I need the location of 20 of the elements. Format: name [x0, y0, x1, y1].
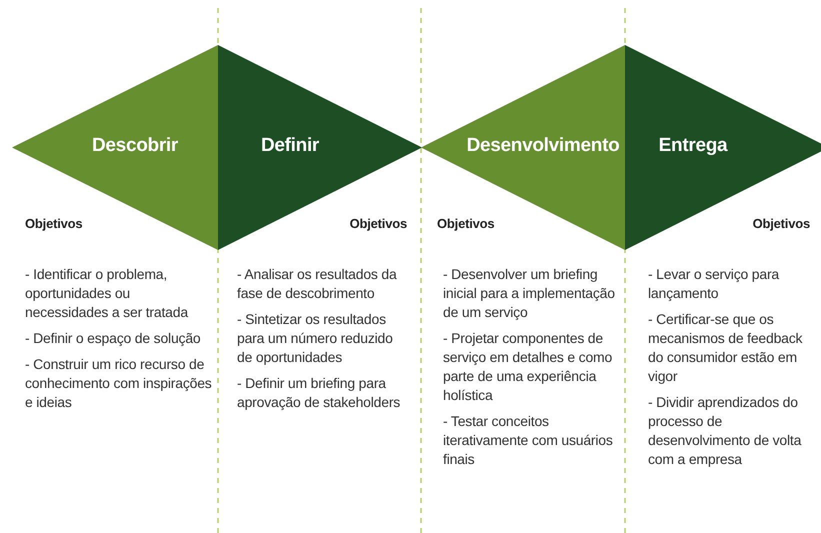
section-heading: Objetivos	[25, 216, 82, 231]
section-heading: Objetivos	[350, 216, 407, 231]
objective-item: - Testar conceitos iterativamente com usuários finais	[443, 412, 614, 469]
objective-item: - Levar o serviço para lançamento	[648, 265, 780, 303]
objective-item: - Projetar componentes de serviço em detalhes e como parte de uma experiência holística	[443, 329, 614, 405]
objective-item: - Definir o espaço de solução	[25, 329, 202, 348]
objective-item: - Dividir aprendizados do processo de desenvolvimento de volta com a empresa	[648, 393, 802, 469]
phase-title: Definir	[260, 134, 320, 158]
objective-item: - Analisar os resultados da fase de descobrimento	[237, 265, 398, 303]
objective-item: - Construir um rico recurso de conhecimento com inspirações e ideias	[25, 355, 213, 412]
phase-title: Desenvolvimento	[466, 134, 620, 158]
phase-title: Descobrir	[90, 134, 179, 158]
section-heading: Objetivos	[437, 216, 494, 231]
objective-item: - Desenvolver um briefing inicial para a implementação de um serviço	[443, 265, 615, 322]
phase-title: Entrega	[658, 134, 729, 158]
section-heading: Objetivos	[752, 216, 810, 231]
objective-item: - Identificar o problema, oportunidades ou necessidades a ser tratada	[25, 265, 190, 322]
objective-item: - Definir um briefing para aprovação de stakeholders	[237, 374, 402, 412]
objective-item: - Certificar-se que os mecanismos de feedback do consumidor estão em vigor	[648, 310, 804, 386]
objective-item: - Sintetizar os resultados para um número reduzido de oportunidades	[237, 310, 394, 367]
